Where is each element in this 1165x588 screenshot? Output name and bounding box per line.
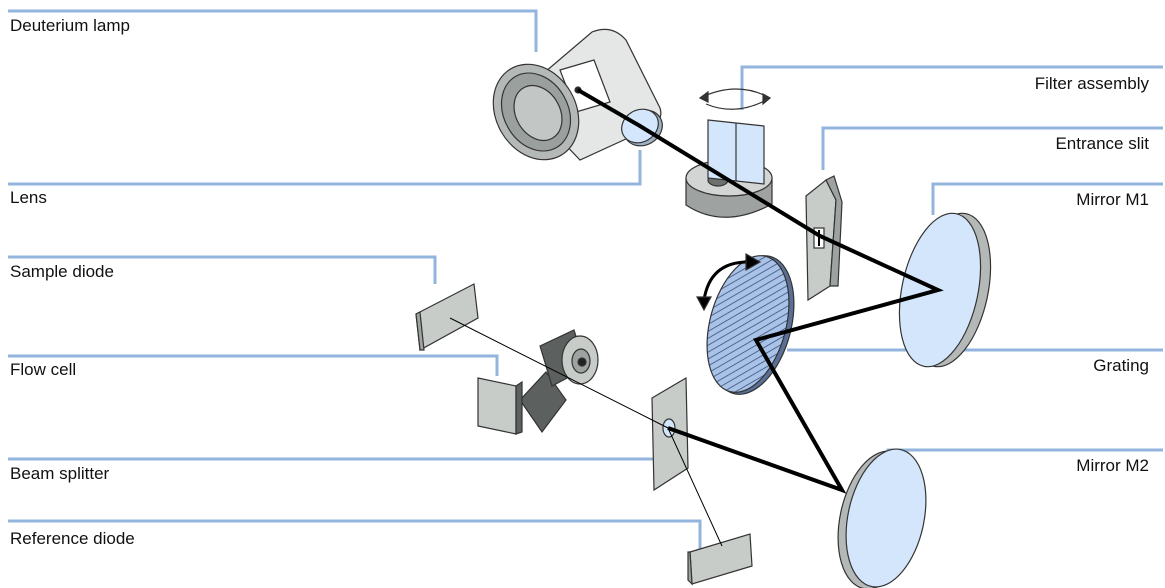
label-deuterium-lamp: Deuterium lamp bbox=[10, 16, 130, 35]
leader-deuterium-lamp bbox=[8, 9, 538, 52]
label-filter-assembly: Filter assembly bbox=[1034, 74, 1149, 93]
reference-beam bbox=[667, 427, 723, 547]
leader-filter-assembly bbox=[740, 65, 1163, 110]
reference-diode bbox=[687, 533, 753, 586]
label-reference-diode: Reference diode bbox=[10, 529, 135, 548]
label-entrance-slit: Entrance slit bbox=[1055, 134, 1149, 153]
leader-mirror-m1 bbox=[931, 182, 1163, 215]
main-beam bbox=[576, 88, 944, 494]
leader-sample-diode bbox=[8, 255, 437, 284]
leader-lens bbox=[8, 150, 642, 186]
leader-beam-splitter bbox=[8, 432, 678, 461]
mirror-m2 bbox=[837, 448, 927, 588]
leader-reference-diode bbox=[8, 519, 702, 555]
grating bbox=[695, 252, 795, 395]
label-sample-diode: Sample diode bbox=[10, 262, 114, 281]
label-beam-splitter: Beam splitter bbox=[10, 464, 110, 483]
light-beam bbox=[449, 88, 944, 547]
label-mirror-m1: Mirror M1 bbox=[1076, 190, 1149, 209]
deuterium-lamp bbox=[492, 28, 662, 161]
label-mirror-m2: Mirror M2 bbox=[1076, 456, 1149, 475]
leader-flow-cell bbox=[8, 354, 499, 376]
flow-cell bbox=[477, 329, 599, 435]
leader-entrance-slit bbox=[821, 126, 1163, 170]
label-flow-cell: Flow cell bbox=[10, 360, 77, 379]
sample-diode bbox=[415, 283, 479, 351]
label-grating: Grating bbox=[1093, 356, 1149, 375]
label-lens: Lens bbox=[10, 188, 47, 207]
sample-beam bbox=[449, 317, 669, 429]
